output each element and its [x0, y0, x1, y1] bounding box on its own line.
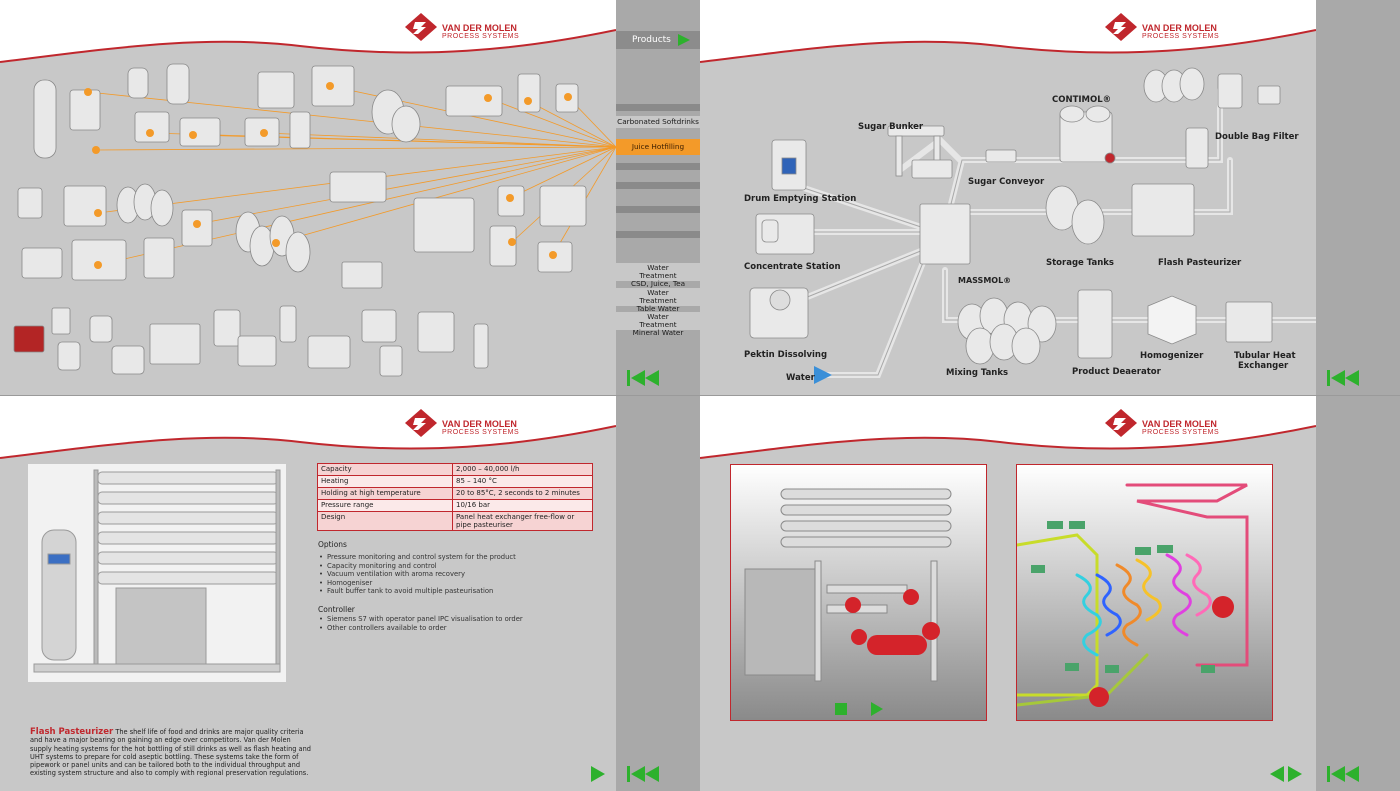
- product-description-text: The shelf life of food and drinks are ma…: [30, 728, 311, 778]
- label-contimol[interactable]: CONTIMOL®: [1052, 95, 1112, 105]
- nav-item-water-table[interactable]: Water Treatment Table Water: [616, 288, 700, 313]
- product-description: Flash Pasteurizer The shelf life of food…: [30, 728, 312, 778]
- piping-schematic-image: [1015, 483, 1249, 707]
- products-label: Products: [632, 35, 671, 45]
- controller-list: Siemens S7 with operator panel IPC visua…: [319, 615, 523, 632]
- label-drum-emptying[interactable]: Drum Emptying Station: [744, 194, 857, 204]
- side-strip: [616, 396, 700, 791]
- nav-item-water-csd[interactable]: Water Treatment CSD, Juice, Tea: [616, 263, 700, 288]
- side-strip: [1316, 0, 1400, 395]
- label-sugar-conveyor[interactable]: Sugar Conveyor: [968, 177, 1045, 187]
- rewind-button[interactable]: [627, 368, 663, 388]
- rewind-button[interactable]: [1327, 368, 1363, 388]
- nav-item-water-mineral[interactable]: Water Treatment Mineral Water: [616, 312, 700, 337]
- nav-item-juice-hotfilling[interactable]: Juice Hotfilling: [616, 139, 700, 155]
- logo-sub: PROCESS SYSTEMS: [1142, 429, 1220, 436]
- brand-logo: VAN DER MOLEN PROCESS SYSTEMS: [1104, 12, 1234, 44]
- brand-logo: VAN DER MOLEN PROCESS SYSTEMS: [404, 12, 534, 44]
- list-item: Homogeniser: [319, 579, 516, 588]
- label-product-deaerator[interactable]: Product Deaerator: [1072, 367, 1161, 377]
- label-storage-tanks[interactable]: Storage Tanks: [1046, 258, 1114, 268]
- logo-icon: [405, 13, 437, 41]
- rewind-button[interactable]: [1327, 764, 1363, 784]
- controller-heading: Controller: [318, 605, 355, 614]
- stop-button[interactable]: [835, 703, 847, 715]
- list-item: Other controllers available to order: [319, 624, 523, 633]
- logo-icon: [1105, 13, 1137, 41]
- product-title: Flash Pasteurizer: [30, 727, 114, 737]
- next-button[interactable]: [589, 764, 607, 784]
- logo-name: VAN DER MOLEN: [442, 419, 517, 429]
- label-flash-pasteurizer[interactable]: Flash Pasteurizer: [1158, 258, 1242, 268]
- products-menu-button[interactable]: Products: [616, 31, 700, 49]
- side-strip: [1316, 396, 1400, 791]
- nav-divider: [616, 104, 700, 111]
- logo-icon: [405, 409, 437, 437]
- label-pektin[interactable]: Pektin Dissolving: [744, 350, 828, 360]
- 3d-render-view: [730, 464, 987, 721]
- water-inlet-arrow: [814, 366, 832, 384]
- header-wave: [700, 0, 1316, 63]
- label-mixing-tanks[interactable]: Mixing Tanks: [946, 368, 1009, 378]
- logo-sub: PROCESS SYSTEMS: [1142, 33, 1220, 40]
- process-diagram-panel: VAN DER MOLEN PROCESS SYSTEMS: [700, 0, 1400, 395]
- logo-sub: PROCESS SYSTEMS: [442, 429, 520, 436]
- rewind-button[interactable]: [627, 764, 663, 784]
- options-heading: Options: [318, 540, 347, 549]
- overview-panel: VAN DER MOLEN PROCESS SYSTEMS: [0, 0, 700, 395]
- logo-name: VAN DER MOLEN: [1142, 23, 1217, 33]
- brand-logo: VAN DER MOLEN PROCESS SYSTEMS: [1104, 408, 1234, 440]
- 3d-render-image: [744, 488, 952, 682]
- header-wave: [0, 0, 616, 63]
- equipment-grid: [13, 63, 616, 377]
- nav-divider: [616, 182, 700, 189]
- product-photo: [28, 464, 286, 682]
- logo-name: VAN DER MOLEN: [442, 23, 517, 33]
- logo-sub: PROCESS SYSTEMS: [442, 33, 520, 40]
- nav-item-carbonated-softdrinks[interactable]: Carbonated Softdrinks: [616, 116, 700, 128]
- list-item: Capacity monitoring and control: [319, 562, 516, 571]
- list-item: Fault buffer tank to avoid multiple past…: [319, 587, 516, 596]
- logo-icon: [1105, 409, 1137, 437]
- hotspot-dots: [84, 82, 572, 269]
- nav-divider: [616, 231, 700, 238]
- label-massmol[interactable]: MASSMOL®: [958, 276, 1012, 285]
- label-double-bag-filter[interactable]: Double Bag Filter: [1215, 132, 1299, 142]
- process-flow: [749, 67, 1316, 384]
- label-water[interactable]: Water: [786, 373, 815, 383]
- brand-logo: VAN DER MOLEN PROCESS SYSTEMS: [404, 408, 534, 440]
- label-sugar-bunker[interactable]: Sugar Bunker: [858, 122, 924, 132]
- nav-divider: [616, 206, 700, 213]
- list-item: Siemens S7 with operator panel IPC visua…: [319, 615, 523, 624]
- prev-next-buttons[interactable]: [1268, 764, 1304, 784]
- options-list: Pressure monitoring and control system f…: [319, 553, 516, 596]
- label-homogenizer[interactable]: Homogenizer: [1140, 351, 1204, 361]
- label-concentrate[interactable]: Concentrate Station: [744, 262, 841, 272]
- list-item: Vacuum ventilation with aroma recovery: [319, 570, 516, 579]
- play-icon: [678, 34, 690, 46]
- logo-name: VAN DER MOLEN: [1142, 419, 1217, 429]
- nav-divider: [616, 163, 700, 170]
- list-item: Pressure monitoring and control system f…: [319, 553, 516, 562]
- header-wave: [0, 396, 616, 459]
- header-wave: [700, 396, 1316, 459]
- 3d-view-panel: VAN DER MOLEN PROCESS SYSTEMS: [700, 396, 1400, 791]
- piping-schematic-view: [1015, 464, 1273, 721]
- label-exchanger[interactable]: Exchanger: [1238, 361, 1289, 371]
- label-tubular-heat[interactable]: Tubular Heat: [1234, 351, 1296, 361]
- play-button[interactable]: [869, 701, 885, 717]
